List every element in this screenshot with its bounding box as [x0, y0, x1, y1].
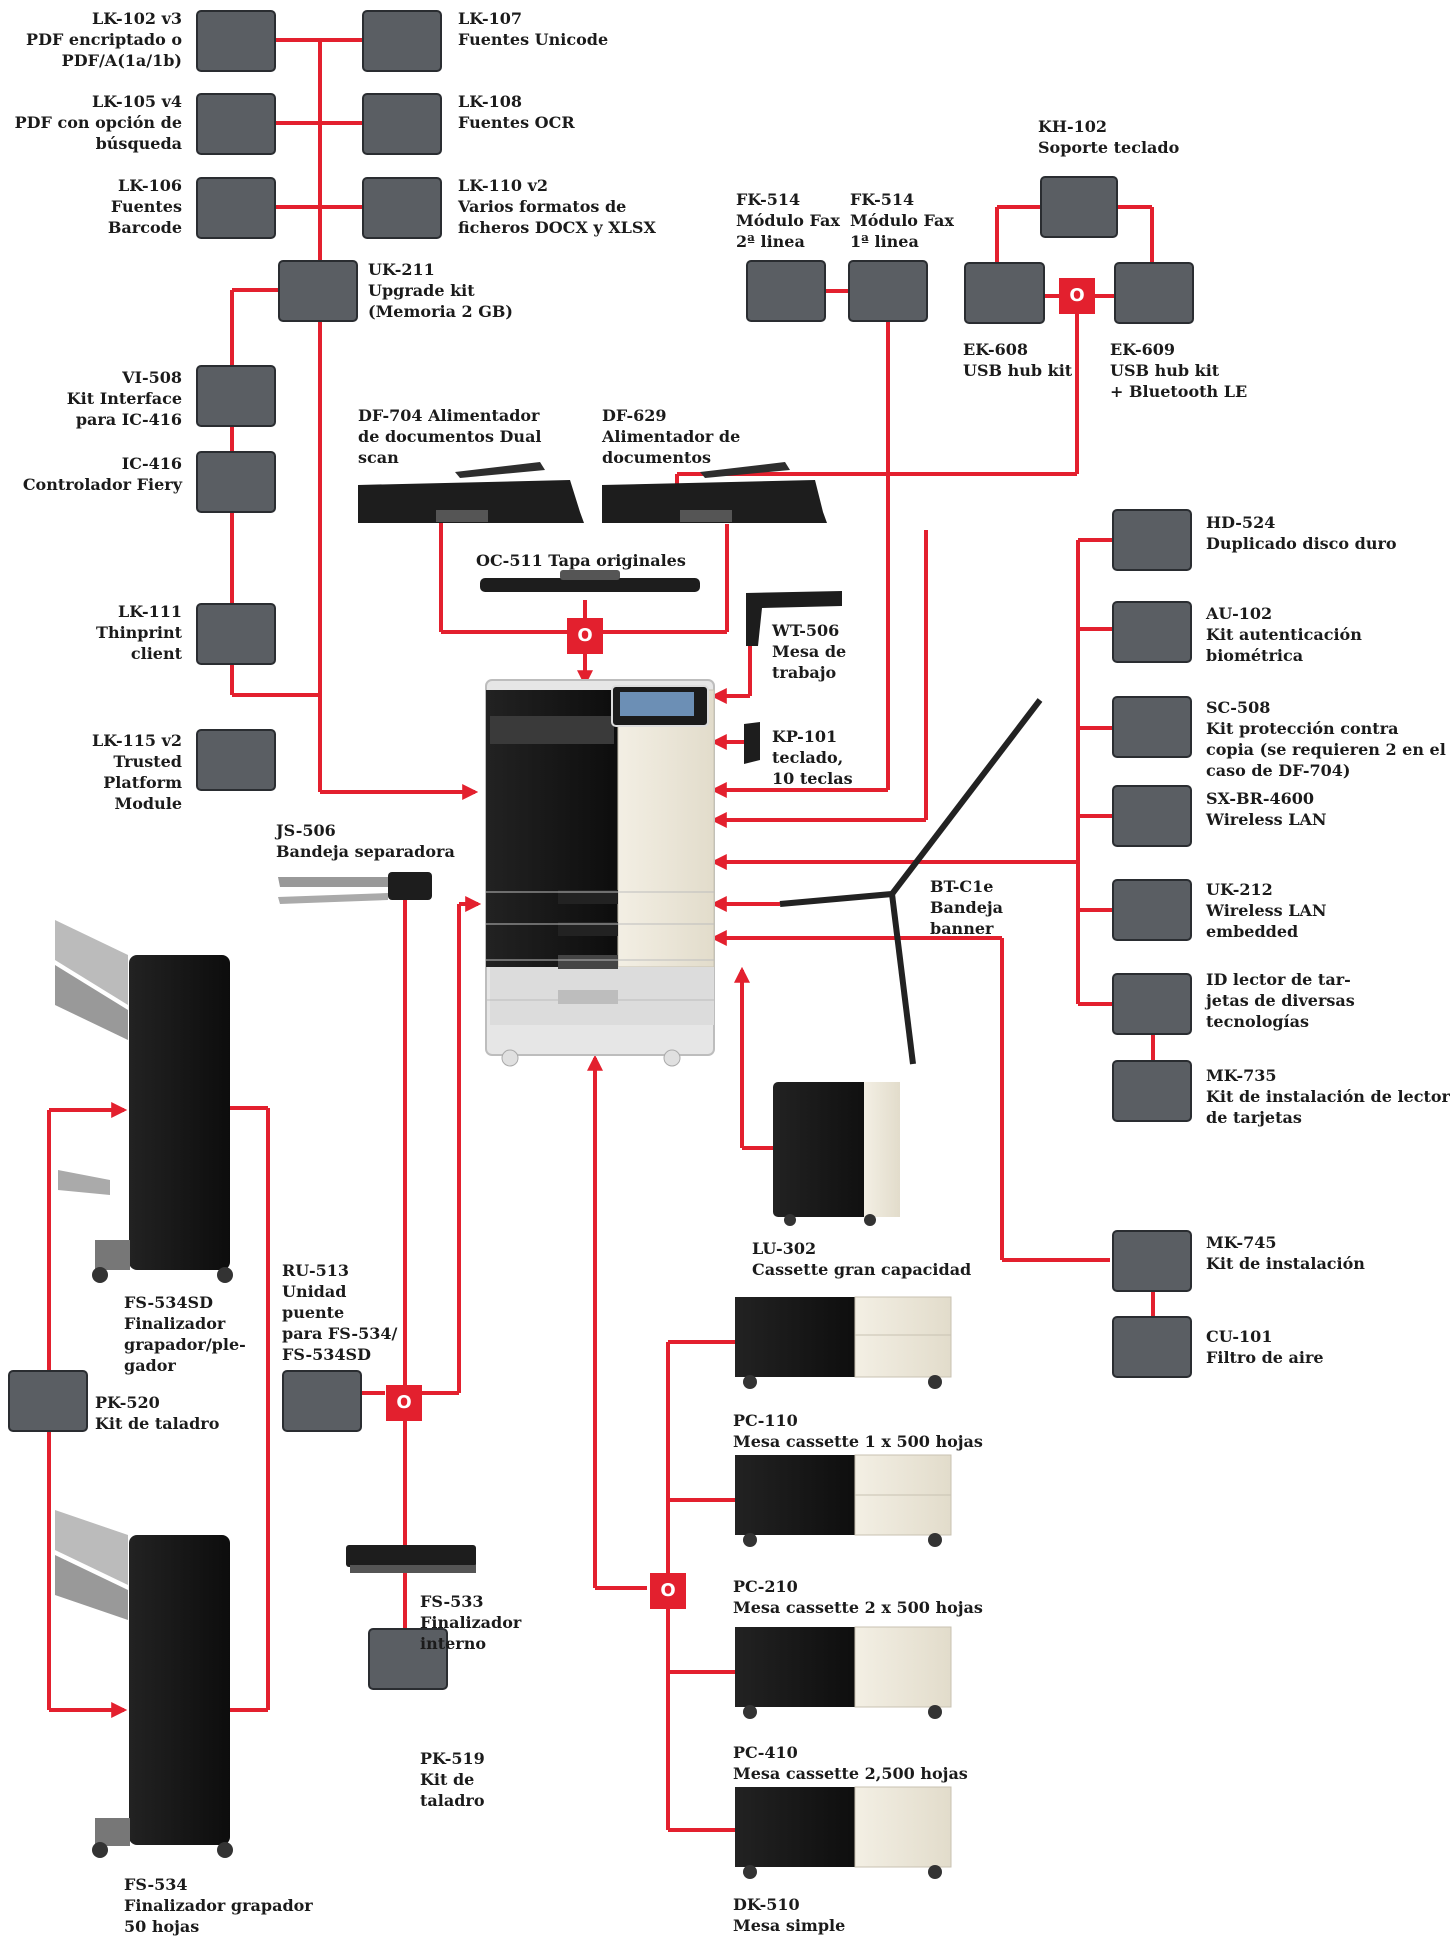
lk111-box — [196, 603, 276, 665]
lu302-cassette — [773, 1082, 900, 1226]
pc110-unit — [735, 1296, 952, 1389]
lk106-box — [196, 177, 276, 239]
fk514-1st-line-box — [848, 260, 928, 322]
label-fs534: FS-534 Finalizador grapador 50 hojas — [124, 1875, 313, 1936]
pk520-box — [8, 1370, 88, 1432]
or-badge-usb-hub: O — [1059, 278, 1095, 314]
js506-separator-tray — [278, 872, 432, 904]
label-df704: DF-704 Alimentador de documentos Dual sc… — [358, 406, 542, 467]
fs533-inner-finisher — [346, 1545, 476, 1573]
label-uk211: UK-211 Upgrade kit (Memoria 2 GB) — [368, 260, 513, 321]
lk102-box — [196, 10, 276, 72]
label-fk514-1st-line: FK-514 Módulo Fax 1ª linea — [850, 190, 954, 251]
label-lk110: LK-110 v2 Varios formatos de ficheros DO… — [458, 176, 656, 237]
lk105-box — [196, 93, 276, 155]
label-df629: DF-629 Alimentador de documentos — [602, 406, 741, 467]
uk211-box — [278, 260, 358, 322]
label-btc1e: BT-C1e Bandeja banner — [930, 877, 1004, 938]
or-badge-finisher: O — [386, 1385, 422, 1421]
label-au102: AU-102 Kit autenticación biométrica — [1206, 604, 1362, 665]
kh102-box — [1040, 176, 1118, 238]
label-sxbr4600: SX-BR-4600 Wireless LAN — [1206, 789, 1327, 829]
fs534-finisher — [55, 1510, 233, 1858]
label-mk735: MK-735 Kit de instalación de lector de t… — [1206, 1066, 1450, 1127]
label-lk106: LK-106 Fuentes Barcode — [107, 176, 182, 237]
mk735-box — [1112, 1060, 1192, 1122]
ek608-box — [964, 262, 1045, 324]
label-fs534sd: FS-534SD Finalizador grapador/ple- gador — [124, 1293, 246, 1375]
label-fs533: FS-533 Finalizador interno — [420, 1592, 522, 1653]
label-ek609: EK-609 USB hub kit + Bluetooth LE — [1110, 340, 1248, 401]
label-vi508: VI-508 Kit Interface para IC-416 — [66, 368, 182, 429]
label-js506: JS-506 Bandeja separadora — [276, 821, 455, 861]
label-uk212: UK-212 Wireless LAN embedded — [1206, 880, 1327, 941]
uk212-box — [1112, 879, 1192, 941]
label-lu302: LU-302 Cassette gran capacidad — [752, 1239, 972, 1279]
connector-lines — [47, 38, 1155, 1832]
label-lk102: LK-102 v3 PDF encriptado o PDF/A(1a/1b) — [26, 9, 182, 70]
label-oc511: OC-511 Tapa originales — [476, 551, 686, 570]
btc1e-banner-tray — [779, 698, 1043, 1065]
label-pc110: PC-110 Mesa cassette 1 x 500 hojas — [733, 1411, 983, 1451]
hd524-box — [1112, 509, 1192, 571]
fs534sd-finisher — [55, 920, 233, 1283]
id-card-reader-box — [1112, 973, 1192, 1035]
pc210-unit — [735, 1454, 952, 1547]
lk108-box — [362, 93, 442, 155]
label-lk107: LK-107 Fuentes Unicode — [458, 9, 609, 49]
label-id-card-reader: ID lector de tar- jetas de diversas tecn… — [1206, 970, 1355, 1031]
label-pk520: PK-520 Kit de taladro — [95, 1393, 220, 1433]
ru513-box — [282, 1370, 362, 1432]
label-pk519: PK-519 Kit de taladro — [420, 1749, 485, 1810]
au102-box — [1112, 601, 1192, 663]
ek609-box — [1114, 262, 1194, 324]
cu101-box — [1112, 1316, 1192, 1378]
kp101-keypad — [744, 722, 760, 764]
wt506-work-table — [746, 591, 842, 646]
label-wt506: WT-506 Mesa de trabajo — [772, 621, 847, 682]
vi508-box — [196, 365, 276, 427]
or-badge-document-feeder: O — [567, 618, 603, 654]
label-lk105: LK-105 v4 PDF con opción de búsqueda — [14, 92, 182, 153]
label-lk111: LK-111 Thinprint client — [96, 602, 182, 663]
or-badge-paper-feed: O — [650, 1573, 686, 1609]
label-kh102: KH-102 Soporte teclado — [1038, 117, 1180, 157]
df629-feeder — [602, 462, 827, 523]
label-kp101: KP-101 teclado, 10 teclas — [772, 727, 853, 788]
label-pc410: PC-410 Mesa cassette 2,500 hojas — [733, 1743, 968, 1783]
pk519-box — [368, 1628, 448, 1690]
label-cu101: CU-101 Filtro de aire — [1206, 1327, 1324, 1367]
fk514-2nd-line-box — [746, 260, 826, 322]
sxbr4600-box — [1112, 785, 1192, 847]
df704-feeder — [358, 462, 584, 523]
label-hd524: HD-524 Duplicado disco duro — [1206, 513, 1397, 553]
dk510-unit — [735, 1786, 952, 1879]
ic416-box — [196, 451, 276, 513]
label-ru513: RU-513 Unidad puente para FS-534/ FS-534… — [282, 1261, 398, 1364]
label-lk108: LK-108 Fuentes OCR — [458, 92, 575, 132]
mfp-main-unit — [485, 679, 715, 1067]
lk107-box — [362, 10, 442, 72]
lk110-box — [362, 177, 442, 239]
label-sc508: SC-508 Kit protección contra copia (se r… — [1206, 698, 1446, 780]
label-fk514-2nd-line: FK-514 Módulo Fax 2ª linea — [736, 190, 840, 251]
label-dk510: DK-510 Mesa simple — [733, 1895, 846, 1935]
sc508-box — [1112, 696, 1192, 758]
oc511-cover — [480, 570, 700, 592]
label-mk745: MK-745 Kit de instalación — [1206, 1233, 1365, 1273]
label-lk115: LK-115 v2 Trusted Platform Module — [91, 731, 182, 813]
label-pc210: PC-210 Mesa cassette 2 x 500 hojas — [733, 1577, 983, 1617]
pc410-unit — [735, 1626, 952, 1719]
mk745-box — [1112, 1230, 1192, 1292]
lk115-box — [196, 729, 276, 791]
label-ic416: IC-416 Controlador Fiery — [22, 454, 182, 494]
label-ek608: EK-608 USB hub kit — [963, 340, 1073, 380]
